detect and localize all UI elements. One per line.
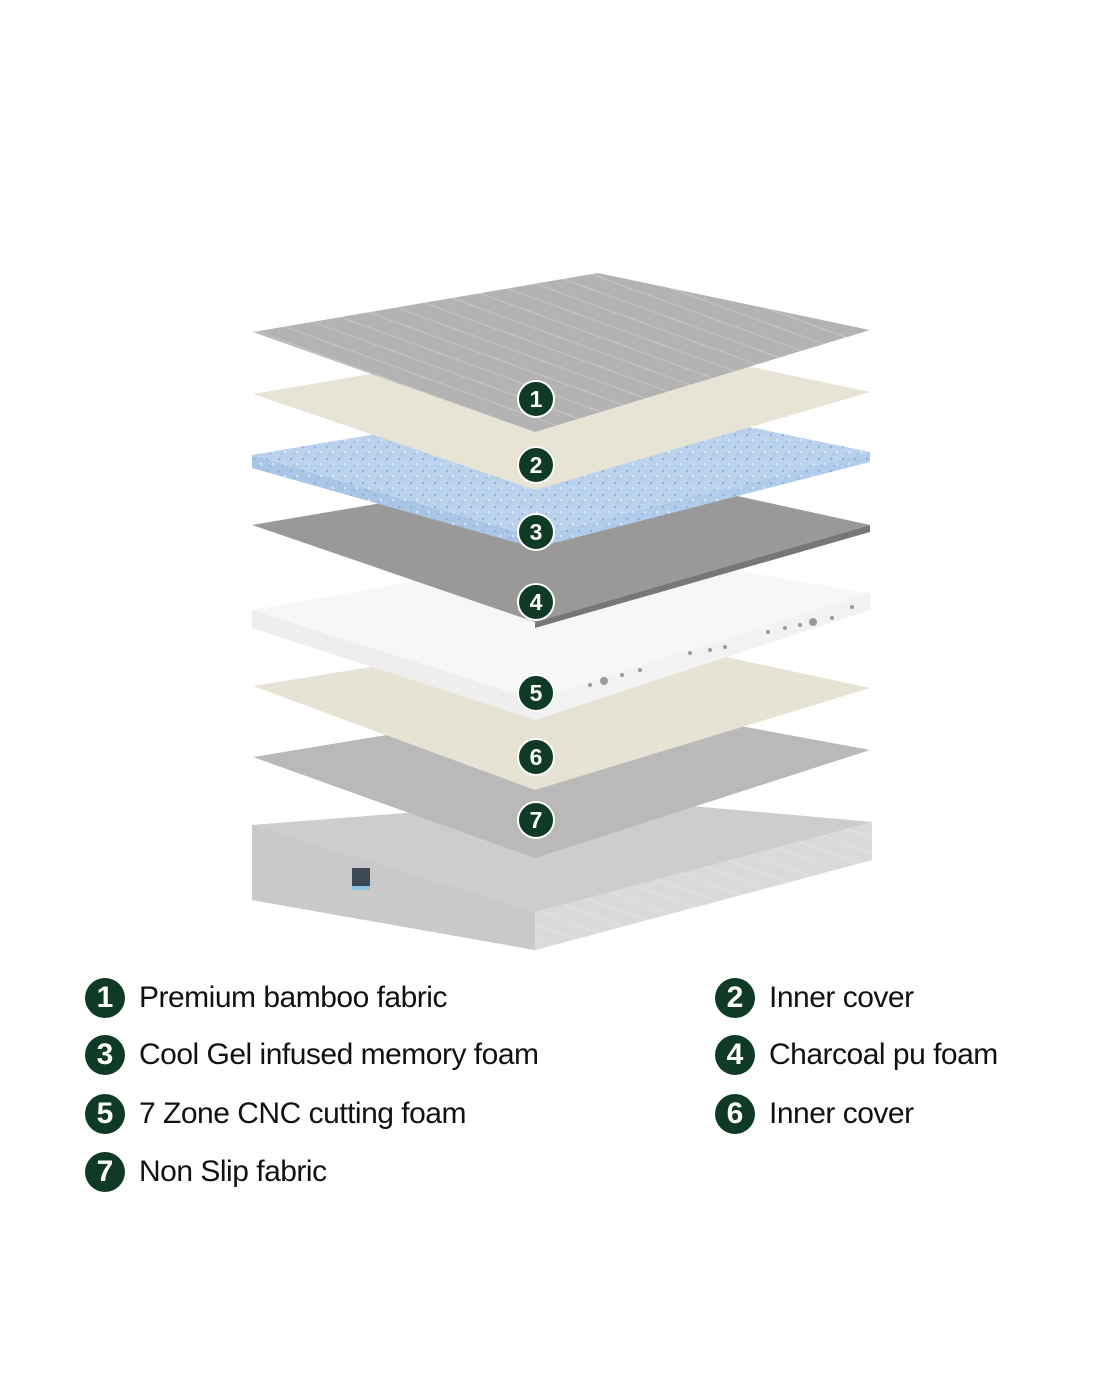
legend-item-6: 6 Inner cover (715, 1092, 914, 1136)
svg-text:4: 4 (530, 589, 543, 615)
svg-text:1: 1 (530, 386, 543, 412)
diagram-badge-5: 5 (517, 674, 555, 712)
number-badge-4: 4 (715, 1035, 755, 1075)
layer-1-bamboo-fabric (253, 273, 870, 432)
legend-item-1: 1 Premium bamboo fabric (85, 976, 447, 1020)
number-badge-7: 7 (85, 1152, 125, 1192)
legend-item-4: 4 Charcoal pu foam (715, 1033, 998, 1077)
svg-text:5: 5 (530, 680, 543, 706)
diagram-badge-6: 6 (517, 738, 555, 776)
legend-item-7: 7 Non Slip fabric (85, 1150, 327, 1194)
legend-item-5: 5 7 Zone CNC cutting foam (85, 1092, 466, 1136)
diagram-badge-4: 4 (517, 583, 555, 621)
layer-5-zone-foam (252, 548, 870, 720)
legend-label: Charcoal pu foam (769, 1038, 998, 1071)
legend-label: Non Slip fabric (139, 1155, 327, 1188)
diagram-badge-3: 3 (517, 513, 555, 551)
diagram-badge-2: 2 (517, 446, 555, 484)
diagram-badge-7: 7 (517, 801, 555, 839)
mattress-layers-diagram: 1 2 3 4 5 6 7 (252, 273, 872, 950)
number-badge-3: 3 (85, 1035, 125, 1075)
legend-label: Inner cover (769, 1097, 914, 1130)
number-badge-1: 1 (85, 978, 125, 1018)
svg-text:3: 3 (530, 519, 543, 545)
legend-item-3: 3 Cool Gel infused memory foam (85, 1033, 539, 1077)
legend-item-2: 2 Inner cover (715, 976, 914, 1020)
number-badge-5: 5 (85, 1094, 125, 1134)
diagram-badge-1: 1 (517, 380, 555, 418)
legend-label: Inner cover (769, 981, 914, 1014)
brand-label (352, 868, 370, 888)
number-badge-6: 6 (715, 1094, 755, 1134)
svg-text:6: 6 (530, 744, 543, 770)
mattress-base (252, 798, 872, 950)
legend-label: 7 Zone CNC cutting foam (139, 1097, 466, 1130)
svg-text:2: 2 (530, 452, 543, 478)
svg-text:7: 7 (530, 807, 543, 833)
legend-label: Cool Gel infused memory foam (139, 1038, 539, 1071)
legend-label: Premium bamboo fabric (139, 981, 447, 1014)
number-badge-2: 2 (715, 978, 755, 1018)
